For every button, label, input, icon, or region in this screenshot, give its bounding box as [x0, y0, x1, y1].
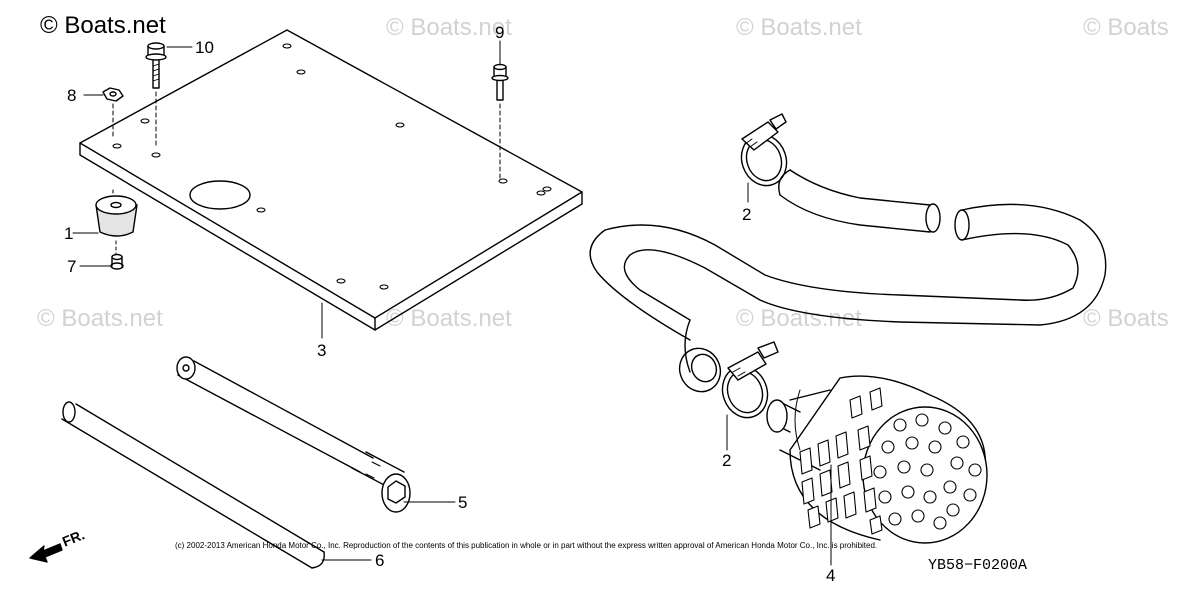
watermark-mid-edge: © Boats — [1083, 305, 1169, 332]
small-screw — [110, 253, 124, 270]
callout-8: 8 — [67, 86, 77, 105]
figure-code: YB58−F0200A — [928, 557, 1028, 574]
callout-6: 6 — [375, 551, 385, 570]
flange-bolt — [145, 42, 167, 147]
callout-5: 5 — [458, 493, 468, 512]
callout-10: 10 — [195, 38, 214, 57]
watermark-top-right: © Boats.net — [736, 14, 862, 41]
copyright-notice: (c) 2002-2013 American Honda Motor Co., … — [175, 541, 878, 550]
front-direction-arrow — [29, 543, 63, 563]
tommy-bar — [61, 401, 325, 569]
hose-clamp-upper — [740, 113, 788, 187]
callout-3: 3 — [317, 341, 327, 360]
callout-4: 4 — [826, 566, 836, 585]
bolt — [491, 63, 509, 179]
callout-7: 7 — [67, 257, 77, 276]
callout-9: 9 — [495, 23, 505, 42]
watermark-top-edge: © Boats — [1083, 14, 1169, 41]
watermark-top-left: © Boats.net — [40, 12, 166, 39]
hose-main-loop — [589, 203, 1107, 393]
callout-1: 1 — [64, 224, 74, 243]
base-plate — [79, 29, 583, 331]
rubber-foot — [95, 189, 138, 255]
callout-2-lower: 2 — [722, 451, 732, 470]
hose-clamp-lower — [721, 341, 779, 419]
callout-2-upper: 2 — [742, 205, 752, 224]
hose-upper-segment — [778, 169, 941, 233]
watermark-mid-center: © Boats.net — [386, 305, 512, 332]
hex-nut — [102, 87, 124, 139]
watermark-top-center: © Boats.net — [386, 14, 512, 41]
watermark-mid-left: © Boats.net — [37, 305, 163, 332]
box-wrench — [176, 356, 411, 513]
leader-lines — [72, 40, 832, 566]
strainer — [766, 375, 988, 544]
